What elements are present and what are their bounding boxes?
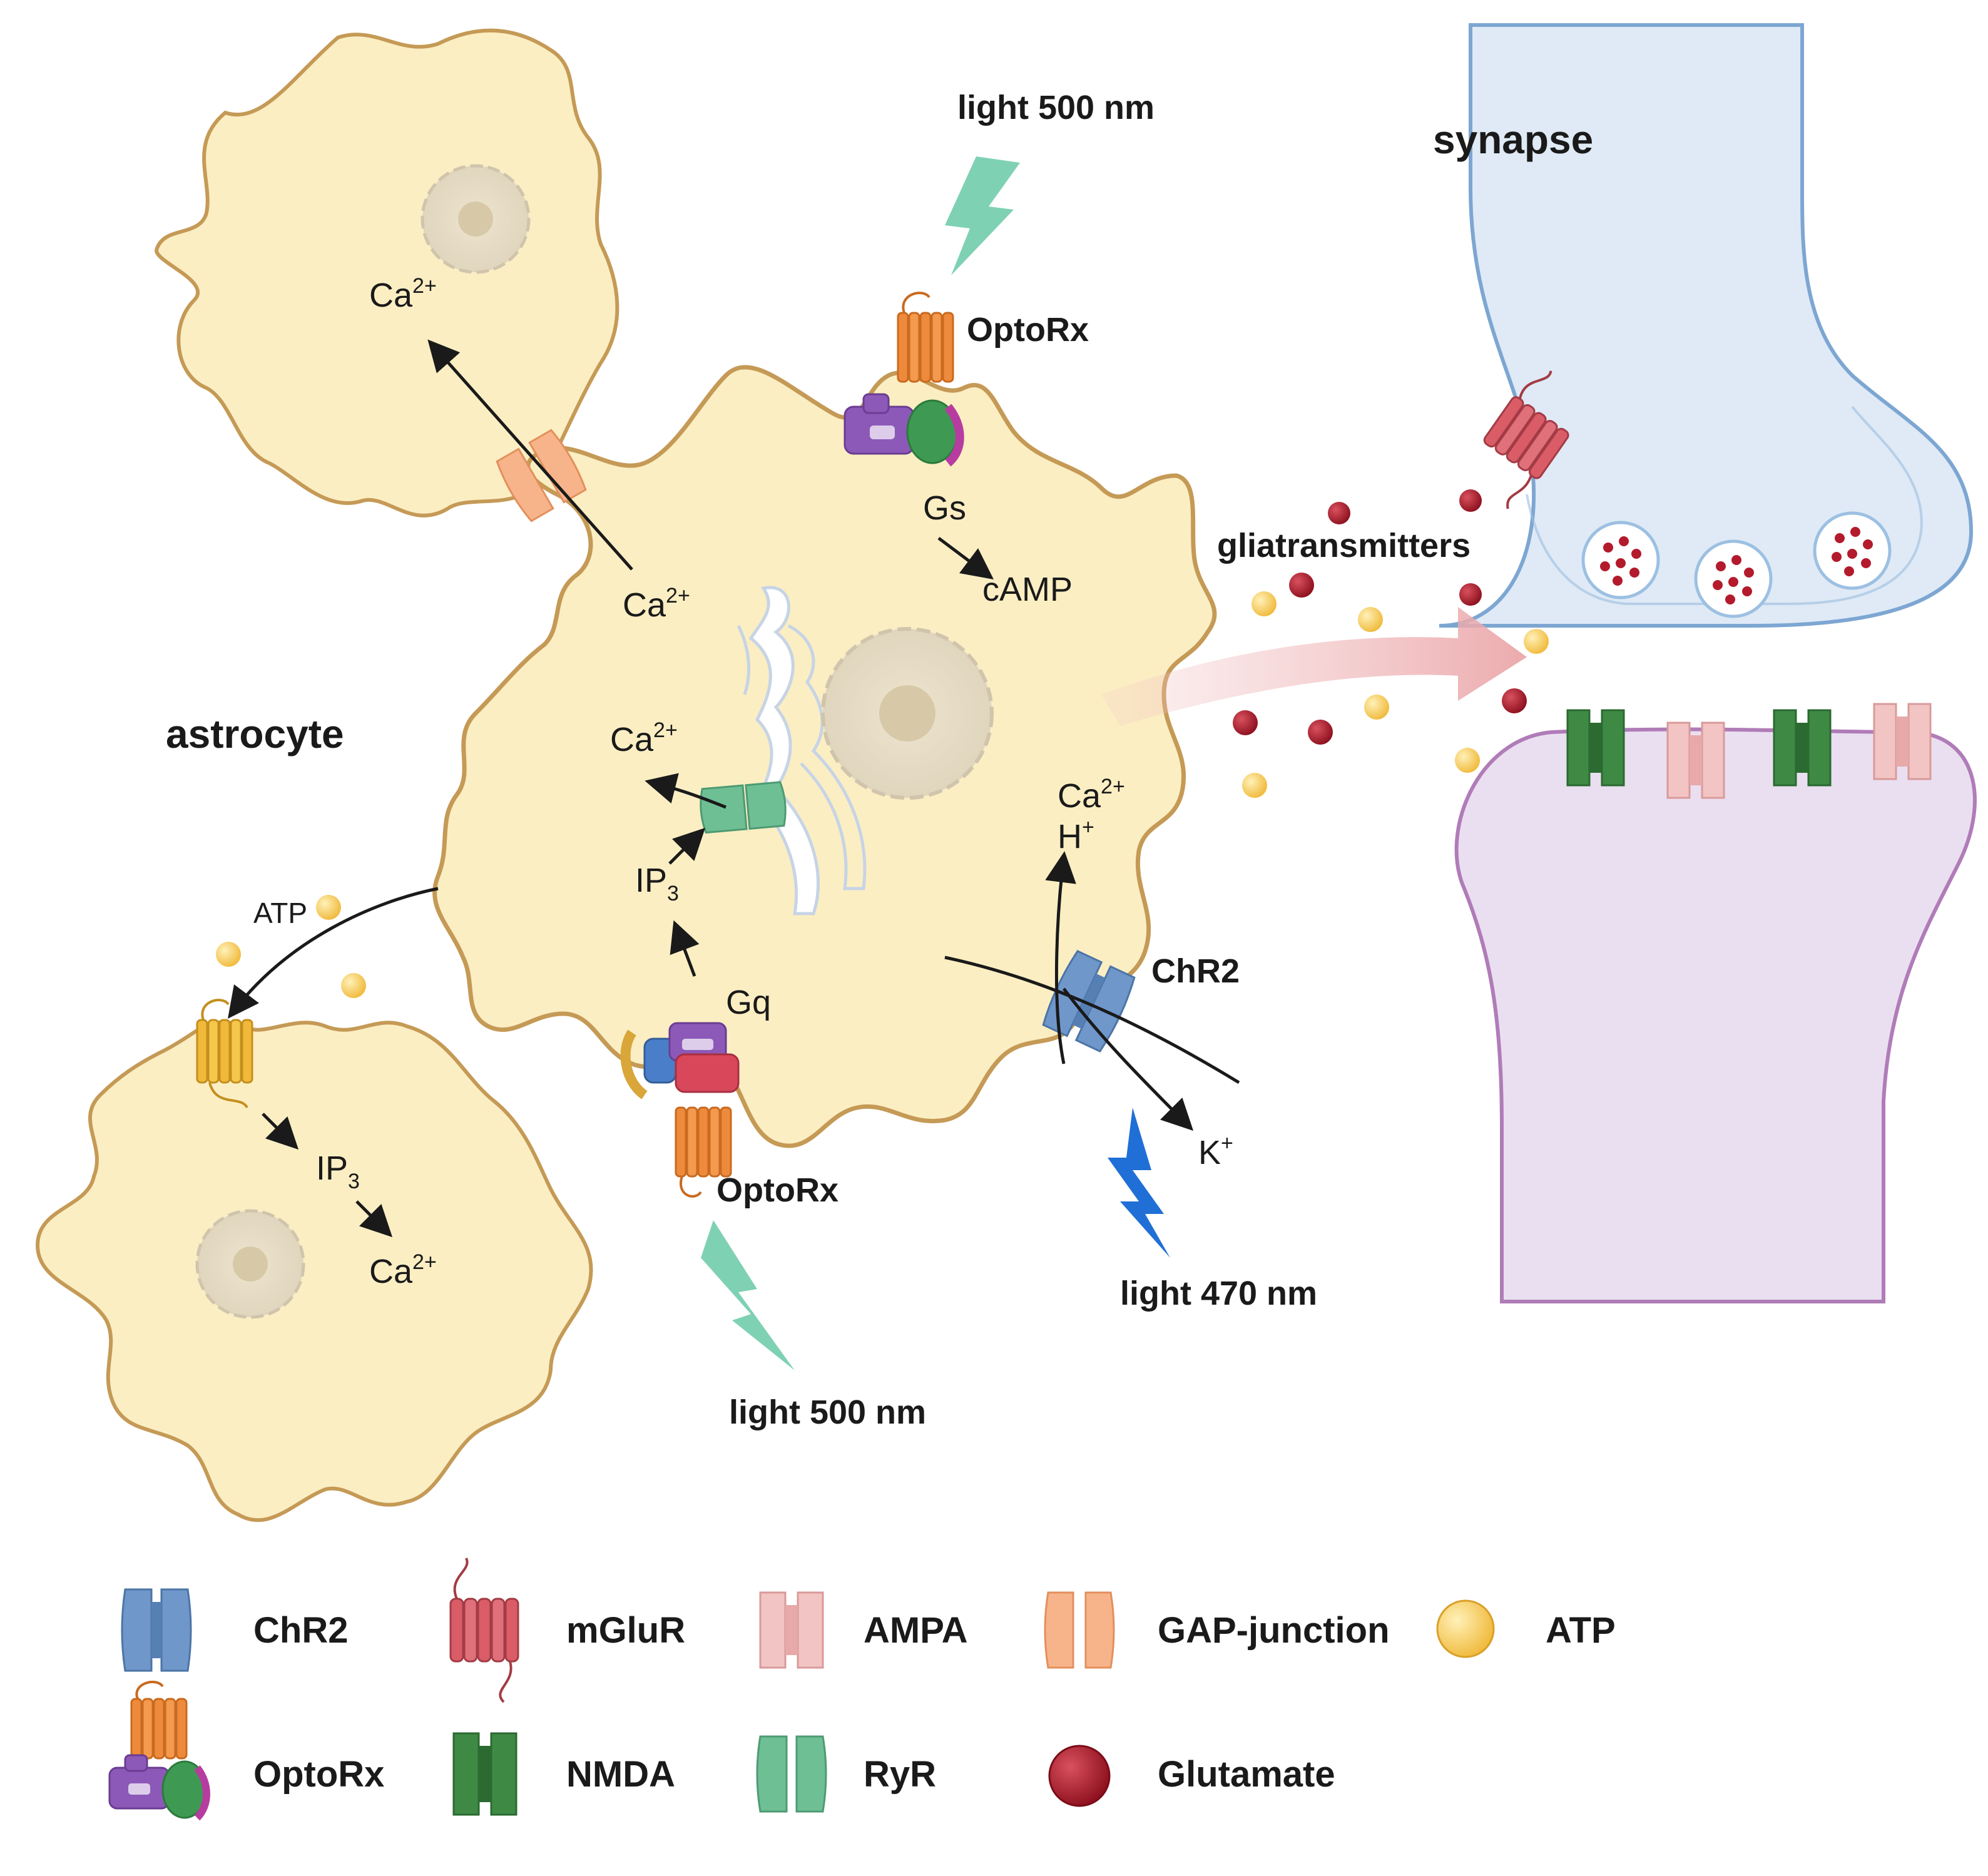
endoplasmic-reticulum bbox=[737, 586, 867, 915]
label-ca-bottom-left: Ca2+ bbox=[369, 1250, 437, 1290]
label-astrocyte: astrocyte bbox=[166, 711, 344, 757]
synaptic-vesicle bbox=[1581, 521, 1660, 599]
ryr-channel-icon bbox=[756, 1735, 827, 1813]
label-synapse: synapse bbox=[1433, 117, 1593, 162]
gap-junction bbox=[496, 429, 587, 523]
chr2-channel-icon bbox=[121, 1588, 192, 1672]
mglur-receptor-icon bbox=[449, 1557, 519, 1703]
atp-dot-icon bbox=[1436, 1599, 1495, 1658]
label-ip3-bottom-left: IP3 bbox=[316, 1150, 360, 1193]
astrocyte-main bbox=[432, 365, 1217, 1148]
postsynaptic-terminal bbox=[1454, 727, 1977, 1303]
g-protein-gq bbox=[620, 1022, 740, 1099]
ryr-channel bbox=[700, 781, 787, 834]
nmda-receptor bbox=[1773, 709, 1832, 787]
gap-junction-icon bbox=[1044, 1591, 1115, 1669]
label-light-470: light 470 nm bbox=[1120, 1275, 1317, 1312]
legend-label-ampa: AMPA bbox=[864, 1610, 967, 1651]
ampa-receptor bbox=[1666, 721, 1725, 799]
lightning-470nm-icon bbox=[1108, 1108, 1170, 1258]
legend-label-mglur: mGluR bbox=[566, 1610, 685, 1651]
label-light-500-bottom: light 500 nm bbox=[729, 1394, 926, 1431]
optorx-receptor-bottom bbox=[675, 1106, 732, 1198]
lightning-500nm-bottom-icon bbox=[701, 1220, 795, 1370]
label-gliatransmitters: gliatransmitters bbox=[1217, 527, 1471, 564]
label-ca-chr2: Ca2+ bbox=[1058, 775, 1125, 815]
label-atp: ATP bbox=[253, 897, 307, 929]
label-light-500-top: light 500 nm bbox=[957, 89, 1155, 126]
ampa-receptor-icon bbox=[759, 1591, 824, 1669]
ampa-receptor bbox=[1873, 703, 1932, 780]
astrocyte-bottom-left bbox=[35, 1020, 593, 1522]
label-optorx-bottom: OptoRx bbox=[716, 1171, 839, 1209]
legend-label-optorx: OptoRx bbox=[253, 1754, 384, 1795]
label-optorx-top: OptoRx bbox=[967, 311, 1089, 349]
label-h: H+ bbox=[1058, 815, 1094, 855]
label-ca-main-upper: Ca2+ bbox=[623, 584, 690, 624]
optorx-receptor-top bbox=[897, 292, 954, 383]
legend-label-nmda: NMDA bbox=[566, 1754, 675, 1795]
label-k: K+ bbox=[1198, 1131, 1233, 1171]
label-camp: cAMP bbox=[982, 571, 1073, 608]
synaptic-vesicle bbox=[1694, 539, 1773, 618]
glutamate-dot-icon bbox=[1048, 1745, 1111, 1807]
legend-label-glutamate: Glutamate bbox=[1158, 1754, 1335, 1795]
g-protein-gs bbox=[844, 393, 964, 467]
label-gq: Gq bbox=[726, 984, 771, 1021]
nmda-receptor bbox=[1566, 709, 1625, 787]
label-ca-er: Ca2+ bbox=[610, 718, 678, 758]
glutamate-dots bbox=[1233, 489, 1527, 745]
nmda-receptor-icon bbox=[452, 1732, 517, 1816]
label-ca-top-left: Ca2+ bbox=[369, 274, 437, 314]
label-chr2: ChR2 bbox=[1151, 952, 1240, 990]
atp-dots bbox=[216, 591, 1549, 998]
gliotransmission-arrow bbox=[1101, 607, 1527, 726]
synaptic-vesicle bbox=[1813, 511, 1892, 590]
mglur-receptor bbox=[1483, 370, 1569, 509]
legend-label-gap: GAP-junction bbox=[1158, 1610, 1390, 1651]
atp-receptor bbox=[196, 999, 253, 1109]
legend-label-ryr: RyR bbox=[864, 1754, 936, 1795]
legend: ChR2 mGluR AMPA GAP-junction ATP bbox=[108, 1557, 1616, 1821]
label-ip3-main: IP3 bbox=[635, 862, 679, 905]
arrows bbox=[227, 339, 1240, 1238]
lightning-500nm-top-icon bbox=[945, 156, 1020, 275]
legend-label-atp: ATP bbox=[1546, 1610, 1616, 1651]
legend-label-chr2: ChR2 bbox=[253, 1610, 348, 1651]
astrocyte-top-left bbox=[154, 28, 619, 517]
optorx-receptor-icon bbox=[108, 1680, 210, 1821]
label-gs: Gs bbox=[923, 489, 966, 527]
presynaptic-terminal bbox=[1439, 23, 1974, 628]
